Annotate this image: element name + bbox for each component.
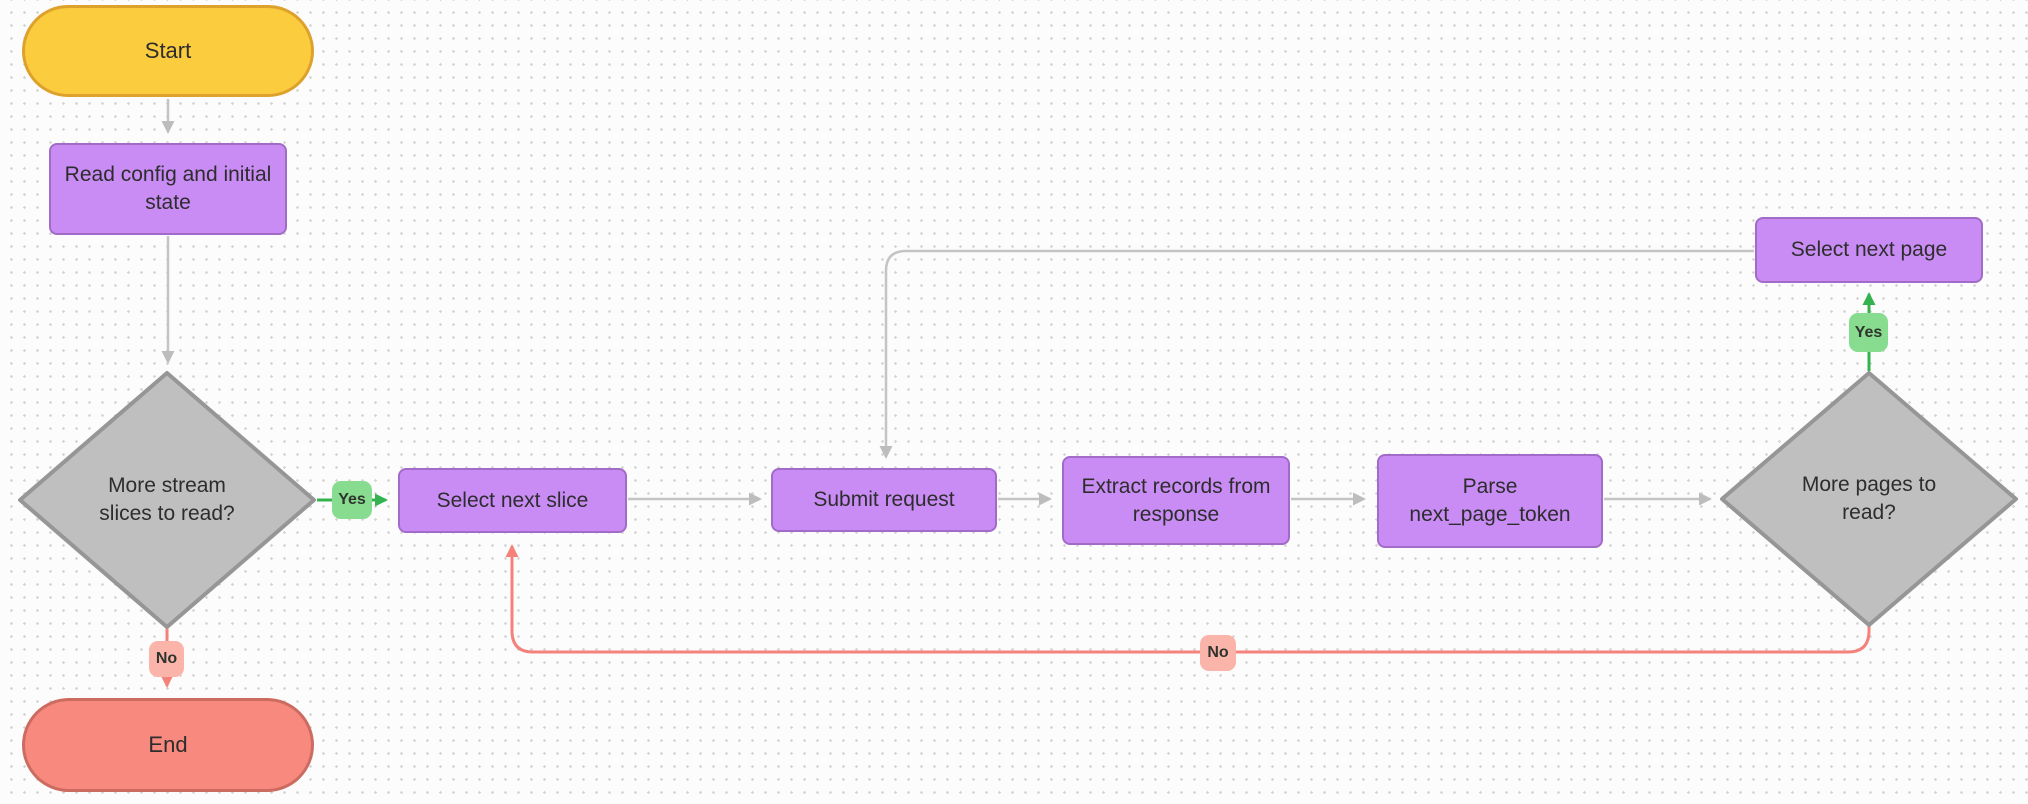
decision-more-pages[interactable]	[1720, 371, 2018, 627]
node-read-config-label: Read config and initial state	[64, 163, 272, 214]
decision-more-slices[interactable]	[18, 371, 316, 629]
node-start[interactable]: Start	[22, 5, 314, 97]
edge-label-more-slices-yes[interactable]: Yes	[332, 481, 372, 519]
node-parse-token[interactable]: Parse next_page_token	[1377, 454, 1603, 548]
edge-more-pages-no-to-select-slice	[505, 544, 1871, 654]
edge-label-more-pages-no[interactable]: No	[1200, 635, 1236, 671]
node-select-slice-label: Select next slice	[436, 488, 589, 512]
node-end[interactable]: End	[22, 698, 314, 792]
edge-label-more-pages-yes[interactable]: Yes	[1849, 313, 1888, 352]
node-parse-token-label: Parse next_page_token	[1409, 475, 1571, 526]
node-read-config[interactable]: Read config and initial state	[49, 143, 287, 235]
node-extract-records[interactable]: Extract records from response	[1062, 456, 1290, 545]
node-select-page[interactable]: Select next page	[1755, 217, 1983, 283]
node-end-label: End	[148, 732, 188, 758]
node-select-slice[interactable]: Select next slice	[398, 468, 627, 533]
node-start-label: Start	[144, 38, 192, 64]
node-select-page-label: Select next page	[1790, 238, 1948, 262]
edge-select-page-to-submit-request	[879, 249, 1754, 459]
node-submit-request-label: Submit request	[813, 488, 955, 512]
edge-label-more-slices-no[interactable]: No	[149, 641, 184, 677]
node-extract-records-label: Extract records from response	[1081, 474, 1271, 526]
node-submit-request[interactable]: Submit request	[771, 468, 997, 532]
